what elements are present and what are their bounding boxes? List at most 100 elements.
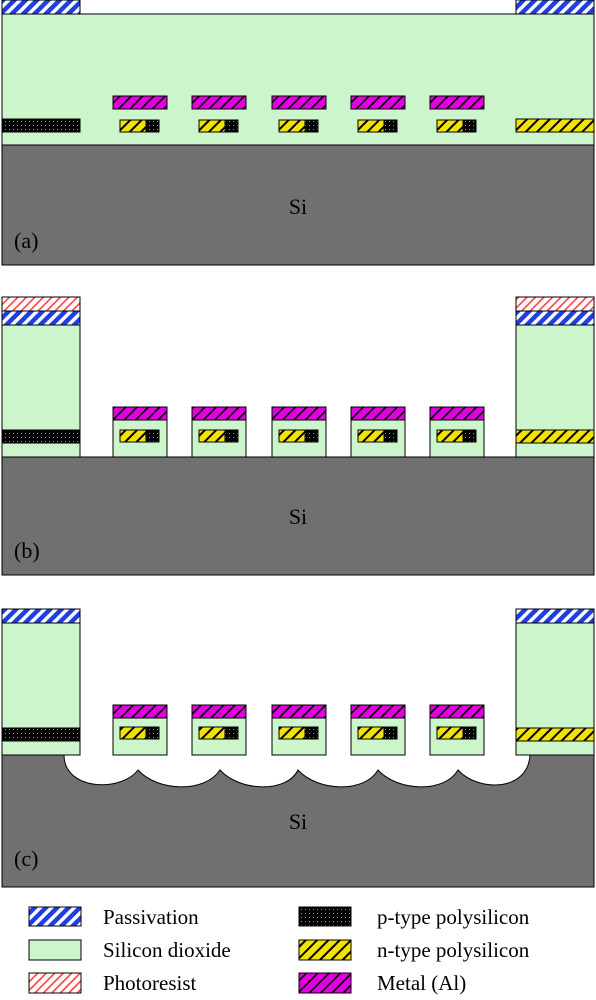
- metal-contact: [112, 95, 168, 110]
- legend-item-metal: Metal (Al): [298, 971, 466, 995]
- thermocouple-device: [112, 95, 168, 133]
- photoresist-left: [1, 296, 81, 312]
- legend-label: Passivation: [103, 905, 199, 929]
- ntype-strip: [119, 726, 147, 740]
- thermocouple-device: [429, 95, 485, 133]
- ntype-strip: [198, 726, 226, 740]
- ptype-strip: [304, 119, 319, 133]
- metal-contact: [429, 406, 485, 421]
- ntype-strip: [278, 429, 306, 443]
- legend-item-ntype: n-type polysilicon: [298, 938, 530, 962]
- oxide-swatch: [28, 939, 82, 961]
- ptype-contact-left: [1, 429, 81, 444]
- photoresist-right: [515, 296, 595, 312]
- ptype-strip: [383, 429, 398, 443]
- metal-contact: [350, 704, 406, 719]
- thermocouple-device: [271, 704, 327, 756]
- legend-item-ptype: p-type polysilicon: [298, 905, 530, 929]
- thermocouple-device: [350, 704, 406, 756]
- thermocouple-array: [112, 95, 485, 133]
- panel-label: (a): [14, 228, 38, 253]
- thermocouple-array: [112, 704, 485, 756]
- ntype-strip: [198, 429, 226, 443]
- legend-item-photoresist: Photoresist: [28, 971, 197, 995]
- substrate-label: Si: [289, 504, 307, 529]
- ntype-strip: [198, 119, 226, 133]
- ptype-strip: [383, 119, 398, 133]
- passivation-swatch: [28, 906, 82, 927]
- ntype-strip: [278, 726, 306, 740]
- thermocouple-device: [429, 406, 485, 458]
- panel-label: (b): [14, 538, 40, 563]
- ptype-strip: [224, 429, 239, 443]
- metal-contact: [271, 406, 327, 421]
- thermocouple-device: [191, 95, 247, 133]
- legend-label: Metal (Al): [377, 971, 466, 995]
- substrate-label: Si: [289, 809, 307, 834]
- ptype-strip: [462, 119, 477, 133]
- thermocouple-device: [350, 95, 406, 133]
- ntype-strip: [357, 726, 385, 740]
- ptype-strip: [462, 429, 477, 443]
- legend-item-oxide: Silicon dioxide: [28, 938, 231, 962]
- legend-label: n-type polysilicon: [377, 938, 530, 962]
- ntype-strip: [436, 429, 464, 443]
- legend-item-passivation: Passivation: [28, 905, 199, 929]
- metal-contact: [350, 406, 406, 421]
- ntype-strip: [119, 429, 147, 443]
- ptype-contact-left: [1, 118, 81, 133]
- passivation-right: [515, 310, 595, 326]
- ptype-strip: [145, 726, 160, 740]
- panel-c: Si (c): [1, 608, 595, 888]
- thermocouple-device: [112, 704, 168, 756]
- substrate-label: Si: [289, 194, 307, 219]
- metal-contact: [271, 95, 327, 110]
- ntype-strip: [436, 119, 464, 133]
- metal-contact: [429, 704, 485, 719]
- photoresist-swatch: [28, 972, 82, 994]
- ntype-strip: [436, 726, 464, 740]
- thermocouple-device: [271, 406, 327, 458]
- ptype-strip: [224, 726, 239, 740]
- passivation-left: [1, 310, 81, 326]
- legend-label: Photoresist: [103, 971, 197, 995]
- metal-contact: [191, 406, 247, 421]
- passivation-right: [515, 0, 595, 15]
- ptype-strip: [145, 429, 160, 443]
- ntype-strip: [278, 119, 306, 133]
- ntype-contact-right: [515, 727, 595, 742]
- passivation-right: [515, 608, 595, 624]
- ptype-contact-left: [1, 727, 81, 742]
- metal-swatch: [298, 972, 352, 994]
- ntype-contact-right: [515, 429, 595, 444]
- silicon-substrate-etched: [1, 754, 595, 888]
- thermocouple-device: [112, 406, 168, 458]
- metal-contact: [191, 95, 247, 110]
- silicon-substrate: [1, 144, 595, 266]
- passivation-left: [1, 0, 81, 15]
- ntype-strip: [357, 429, 385, 443]
- ntype-contact-right: [515, 118, 595, 133]
- metal-contact: [112, 406, 168, 421]
- legend-label: p-type polysilicon: [377, 905, 530, 929]
- ptype-strip: [304, 429, 319, 443]
- ptype-strip: [224, 119, 239, 133]
- legend: Passivation Silicon dioxide Photoresist …: [28, 905, 530, 995]
- thermocouple-device: [191, 704, 247, 756]
- thermocouple-device: [429, 704, 485, 756]
- metal-contact: [112, 704, 168, 719]
- ntype-swatch: [298, 939, 352, 961]
- ntype-strip: [119, 119, 147, 133]
- ntype-strip: [357, 119, 385, 133]
- ptype-strip: [145, 119, 160, 133]
- thermocouple-device: [350, 406, 406, 458]
- panel-label: (c): [14, 846, 38, 871]
- passivation-left: [1, 608, 81, 624]
- thermocouple-device: [191, 406, 247, 458]
- ptype-strip: [462, 726, 477, 740]
- thermocouple-device: [271, 95, 327, 133]
- ptype-swatch: [298, 906, 352, 927]
- legend-label: Silicon dioxide: [103, 938, 231, 962]
